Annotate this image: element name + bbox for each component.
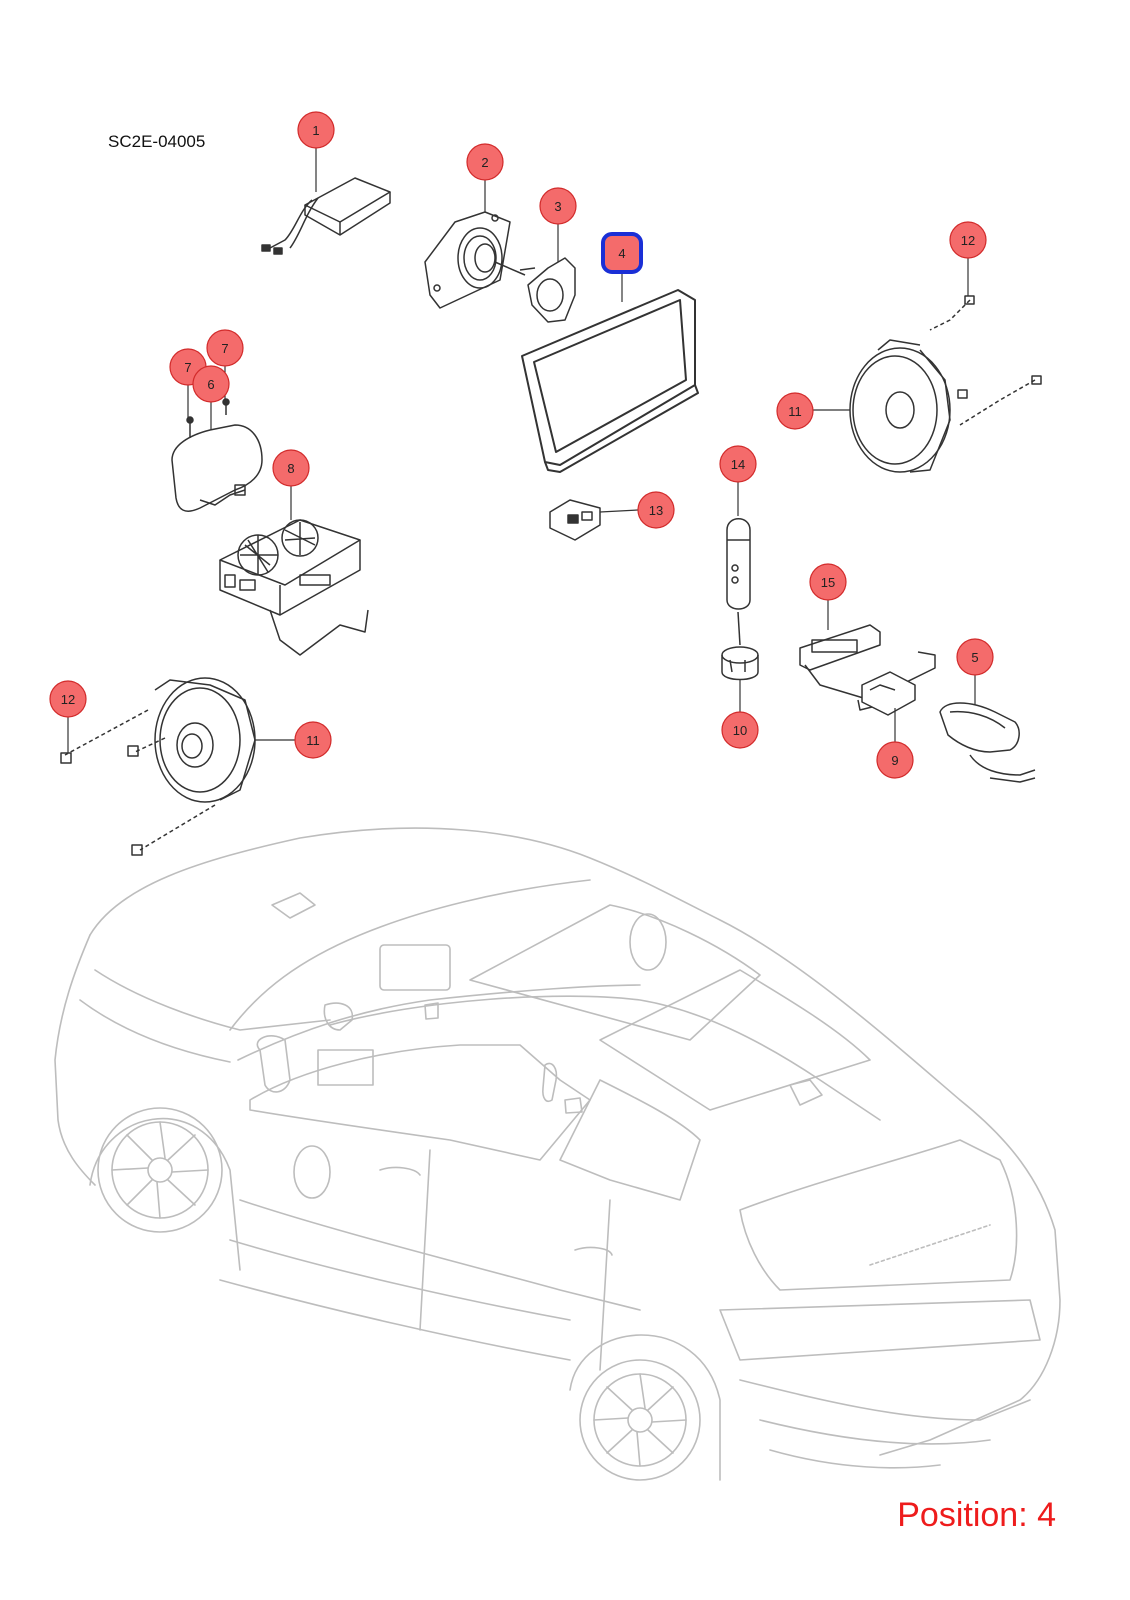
callout-label: 10 [733, 723, 747, 738]
callout-3[interactable]: 3 [539, 187, 577, 225]
callout-label: 5 [971, 650, 978, 665]
part-7-screws [186, 398, 230, 438]
callout-label: 12 [61, 692, 75, 707]
part-15-bracket [799, 624, 936, 711]
callout-label: 7 [221, 341, 228, 356]
callout-13[interactable]: 13 [637, 491, 675, 529]
part-6-cover [171, 424, 263, 512]
position-indicator: Position: 4 [897, 1496, 1056, 1534]
callout-5[interactable]: 5 [956, 638, 994, 676]
callout-label: 6 [207, 377, 214, 392]
callout-label: 8 [287, 461, 294, 476]
leader-lines [67, 148, 976, 753]
part-8-amplifier [219, 519, 369, 656]
callout-label: 9 [891, 753, 898, 768]
callout-label: 13 [649, 503, 663, 518]
callout-label: 11 [788, 404, 802, 419]
part-11-speaker-right [849, 295, 1042, 473]
part-13-switch [549, 499, 601, 541]
callout-label: 7 [184, 360, 191, 375]
callout-11-left[interactable]: 11 [294, 721, 332, 759]
callout-9[interactable]: 9 [876, 741, 914, 779]
callout-label: 11 [306, 733, 320, 748]
callout-1[interactable]: 1 [297, 111, 335, 149]
callout-11-right[interactable]: 11 [776, 392, 814, 430]
callout-label: 4 [618, 246, 625, 261]
callout-label: 2 [481, 155, 488, 170]
part-1-module [261, 177, 391, 255]
callout-10[interactable]: 10 [721, 711, 759, 749]
part-10-base [721, 646, 759, 681]
part-11-speaker-left [60, 677, 256, 856]
callout-8[interactable]: 8 [272, 449, 310, 487]
car-outline [54, 827, 1061, 1481]
callout-label: 1 [312, 123, 319, 138]
callout-label: 14 [731, 457, 745, 472]
part-2-speaker-bracket [424, 211, 526, 309]
callout-14[interactable]: 14 [719, 445, 757, 483]
callout-12-left[interactable]: 12 [49, 680, 87, 718]
callout-15[interactable]: 15 [809, 563, 847, 601]
part-3-bracket [519, 257, 576, 323]
callout-4-selected[interactable]: 4 [601, 232, 643, 274]
callout-label: 3 [554, 199, 561, 214]
callout-2[interactable]: 2 [466, 143, 504, 181]
callout-6[interactable]: 6 [192, 365, 230, 403]
callout-12-right[interactable]: 12 [949, 221, 987, 259]
callout-label: 12 [961, 233, 975, 248]
callout-label: 15 [821, 575, 835, 590]
callouts: 1 2 3 4 12 7 7 [49, 111, 994, 779]
part-9-actuator [861, 671, 916, 716]
callout-7-right[interactable]: 7 [206, 329, 244, 367]
part-14-shift-knob [726, 518, 751, 646]
part-5-module [939, 702, 1036, 783]
part-4-display-screen [521, 289, 699, 473]
diagram-code: SC2E-04005 [108, 132, 206, 151]
